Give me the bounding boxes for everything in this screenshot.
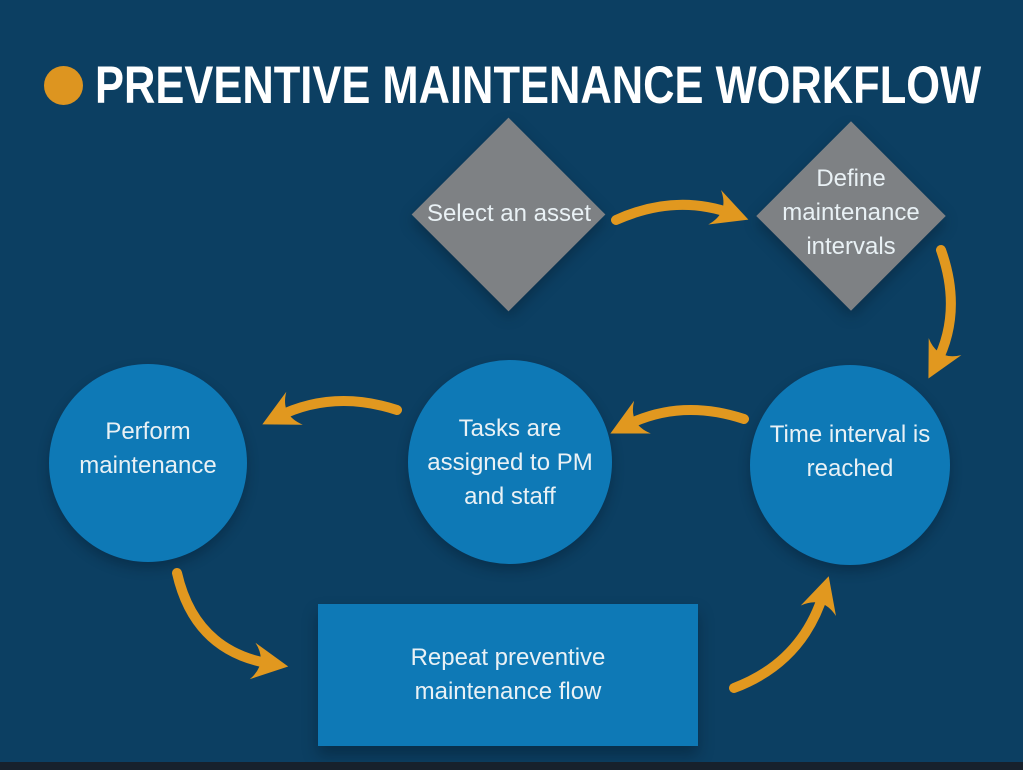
arrow-repeat-flow-to-time-interval	[729, 576, 836, 693]
arrow-select-asset-to-define-intervals	[611, 189, 749, 225]
node-label-define-intervals: Define maintenance intervals	[782, 164, 920, 260]
node-tasks-assigned	[408, 360, 612, 564]
node-label-tasks-assigned: Tasks are assigned to PM and staff	[427, 415, 593, 510]
node-label-repeat-flow: Repeat preventive maintenance flow	[410, 644, 606, 705]
footer-strip	[0, 762, 1023, 770]
arrow-perform-maintenance-to-repeat-flow	[172, 568, 289, 680]
node-repeat-flow	[318, 604, 698, 746]
node-perform-maintenance	[49, 364, 247, 562]
node-label-time-interval: Time interval is reached	[769, 421, 931, 482]
page-title: PREVENTIVE MAINTENANCE WORKFLOW	[95, 55, 982, 115]
arrow-tasks-assigned-to-perform-maintenance	[262, 391, 402, 425]
title-row: PREVENTIVE MAINTENANCE WORKFLOW	[44, 58, 1023, 112]
node-label-perform-maintenance: Perform maintenance	[79, 418, 217, 479]
node-time-interval	[750, 365, 950, 565]
arrow-define-intervals-to-time-interval	[928, 245, 962, 379]
bullet-dot-icon	[44, 65, 83, 105]
arrow-time-interval-to-tasks-assigned	[610, 400, 749, 434]
node-label-select-asset: Select an asset	[426, 200, 592, 227]
